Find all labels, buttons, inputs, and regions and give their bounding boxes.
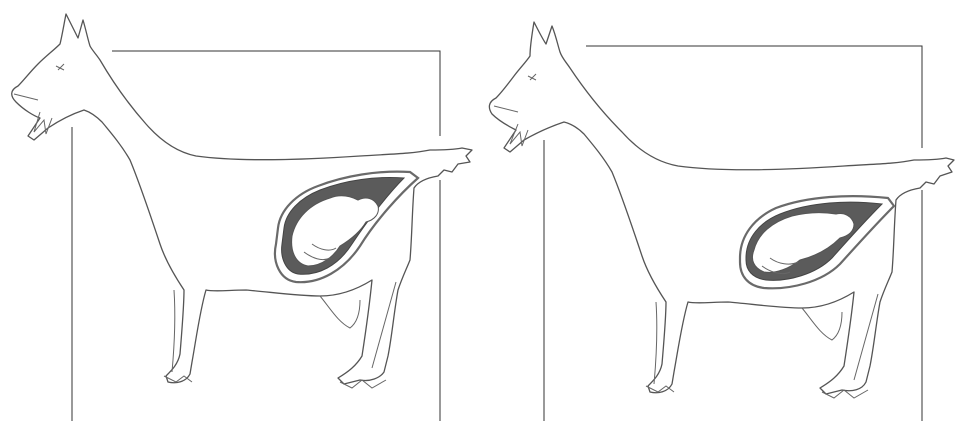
goat-panel-left xyxy=(0,0,477,421)
goat-drawing-left xyxy=(0,0,477,421)
frame-line-top xyxy=(586,46,922,148)
goat-panel-right xyxy=(478,0,955,421)
frame-line-top xyxy=(112,51,440,136)
goat-eye xyxy=(528,74,536,80)
goat-mouth xyxy=(494,106,518,112)
goat-udder xyxy=(320,296,360,328)
goat-udder xyxy=(802,308,842,340)
goat-eye xyxy=(56,64,64,70)
goat-front-leg-line xyxy=(654,302,657,384)
goat-beard xyxy=(34,112,52,134)
goat-front-leg-line xyxy=(172,290,175,372)
goat-body-outline xyxy=(12,14,472,384)
goat-hooves-hind xyxy=(340,380,386,388)
goat-hooves-hind xyxy=(822,390,868,398)
goat-drawing-right xyxy=(478,0,955,421)
goat-mouth xyxy=(14,94,38,100)
